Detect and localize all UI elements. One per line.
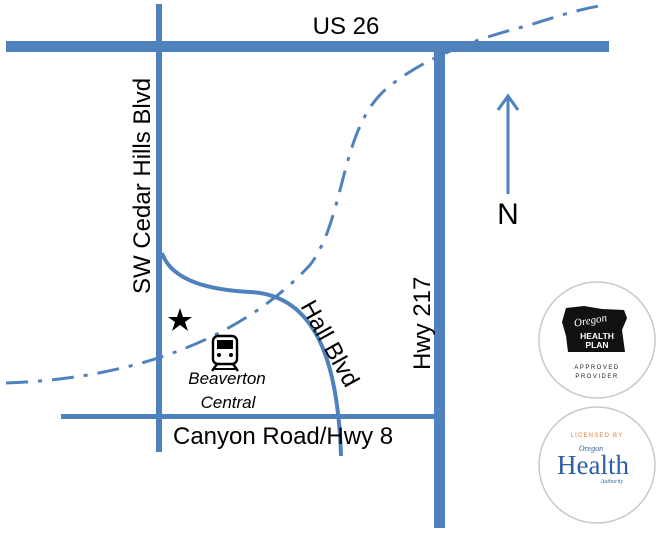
svg-text:APPROVED: APPROVED: [574, 365, 619, 371]
svg-text:HEALTH: HEALTH: [580, 331, 614, 341]
light-rail-line: [5, 3, 606, 385]
station-name-line1: Beaverton: [188, 369, 266, 388]
road-cedar-hills: [156, 4, 162, 452]
svg-text:Health: Health: [557, 450, 629, 480]
label-cedar-hills: SW Cedar Hills Blvd: [129, 78, 156, 294]
road-hall: [160, 252, 343, 457]
svg-text:PLAN: PLAN: [585, 340, 608, 350]
station-name-line2: Central: [201, 393, 257, 412]
road-hwy217: [434, 52, 445, 528]
label-canyon: Canyon Road/Hwy 8: [173, 423, 393, 450]
label-hall: Hall Blvd: [295, 296, 365, 392]
road-canyon: [61, 414, 445, 419]
label-us26: US 26: [313, 13, 380, 40]
ohp-approved-provider-badge: Oregon HEALTH PLAN APPROVED PROVIDER: [538, 281, 656, 399]
road-hwy217-ramp: [434, 52, 445, 62]
label-hwy217: Hwy 217: [409, 277, 436, 370]
train-icon: [211, 334, 239, 372]
svg-text:Oregon: Oregon: [579, 444, 603, 453]
north-label: N: [497, 198, 519, 231]
star-icon: [168, 308, 192, 331]
svg-text:Authority: Authority: [600, 479, 624, 485]
svg-text:LICENSED BY: LICENSED BY: [571, 433, 624, 439]
north-arrow-icon: [496, 93, 520, 194]
road-us26: [6, 41, 609, 52]
oha-licensed-badge: LICENSED BY Oregon Health Authority: [538, 406, 656, 524]
svg-text:PROVIDER: PROVIDER: [575, 374, 618, 380]
oregon-state-shape-icon: [562, 306, 627, 352]
svg-text:Oregon: Oregon: [573, 312, 608, 330]
